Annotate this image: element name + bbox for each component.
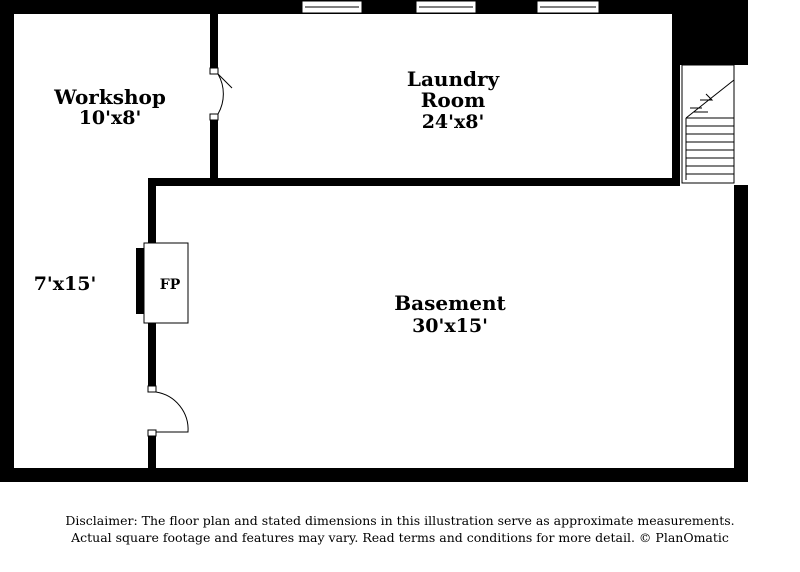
wall-right-lower — [734, 185, 748, 482]
fireplace-niche-back — [136, 248, 144, 314]
wall-laundry-right — [672, 14, 680, 186]
wall-basement-top — [148, 178, 680, 186]
wall-workshop-laundry-bottom — [210, 116, 218, 186]
disclaimer: Disclaimer: The floor plan and stated di… — [0, 512, 800, 546]
wall-basement-left-bottom — [148, 432, 156, 472]
wall-left — [0, 0, 14, 482]
hall-size: 7'x15' — [34, 273, 97, 295]
windows — [301, 0, 600, 14]
wall-workshop-laundry-top — [210, 14, 218, 72]
staircase — [681, 64, 735, 184]
basement-name: Basement — [394, 291, 506, 315]
door-swing-workshop — [217, 73, 224, 115]
workshop-name: Workshop — [53, 85, 166, 109]
outer-walls — [0, 0, 748, 482]
wall-basement-left-top — [148, 178, 156, 248]
fireplace-hearth — [143, 242, 189, 324]
door-swing-basement — [155, 391, 189, 433]
door-jambs — [147, 67, 219, 437]
window — [301, 0, 363, 14]
wall-basement-left-mid — [148, 308, 156, 390]
wall-bottom — [0, 468, 748, 482]
wall-top — [0, 0, 748, 14]
disclaimer-line-1: Disclaimer: The floor plan and stated di… — [65, 513, 735, 528]
basement-size: 30'x15' — [412, 315, 488, 337]
door-leaf-workshop — [217, 73, 233, 89]
laundry-name-line1: Laundry — [407, 67, 501, 91]
disclaimer-line-2: Actual square footage and features may v… — [71, 530, 729, 545]
window — [415, 0, 477, 14]
window — [536, 0, 600, 14]
workshop-size: 10'x8' — [79, 107, 142, 129]
laundry-name-line2: Room — [421, 88, 485, 112]
fireplace-label: FP — [160, 277, 181, 293]
stair-block — [676, 0, 748, 65]
laundry-size: 24'x8' — [422, 111, 485, 133]
